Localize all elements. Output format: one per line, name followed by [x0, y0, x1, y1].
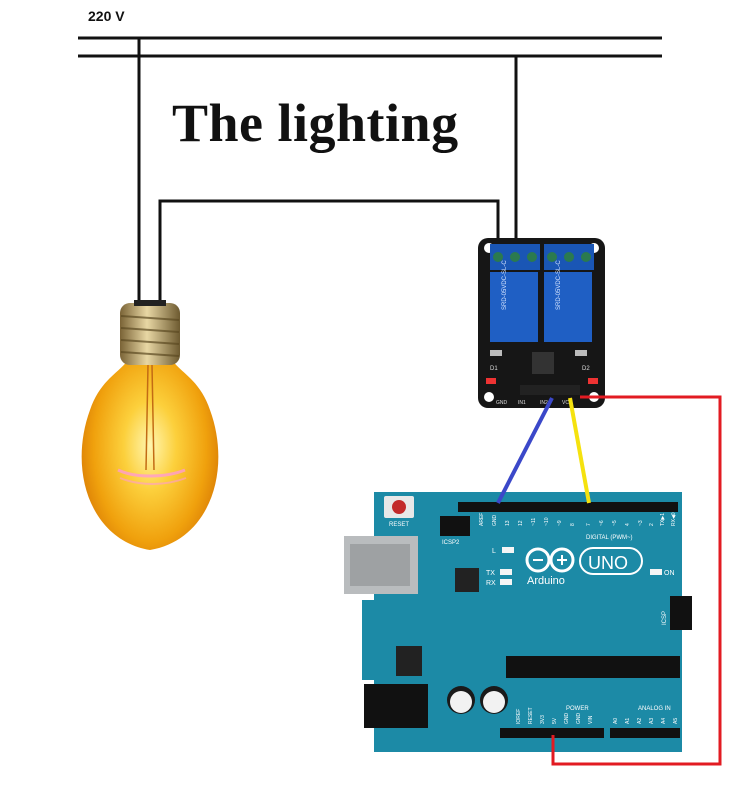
svg-text:~9: ~9	[557, 520, 563, 526]
digital-pin-labels: AREF GND 13 12 ~11 ~10 ~9 8 7 ~6 ~5 4 ~3…	[479, 512, 677, 526]
relay-pin-vcc: VCC	[562, 400, 573, 406]
power-label: POWER	[566, 706, 589, 712]
svg-text:A2: A2	[637, 718, 643, 724]
wire-gnd	[496, 397, 554, 504]
led-label-rx: RX	[486, 580, 496, 587]
relay-led-label-1: D1	[490, 366, 498, 372]
analog-pin-labels: A0 A1 A2 A3 A4 A5	[613, 718, 679, 724]
wire-signal	[568, 397, 591, 504]
model-text: UNO	[588, 553, 628, 573]
power-jack	[364, 684, 428, 728]
svg-text:GND: GND	[576, 713, 582, 725]
supply-voltage-label: 220 V	[88, 8, 125, 24]
arduino-uno-board: RESET ICSP2 AREF GND 13 12 ~11 ~10 ~9 8 …	[344, 492, 692, 752]
relay-led-1	[486, 378, 496, 384]
svg-text:A1: A1	[625, 718, 631, 724]
power-pin-labels: IOREF RESET 3V3 5V GND GND VIN	[516, 707, 594, 724]
svg-text:5V: 5V	[552, 717, 558, 724]
relay-led-2	[588, 378, 598, 384]
arduino-logo: Arduino UNO	[525, 547, 643, 587]
relay-pin-in1: IN1	[518, 400, 526, 406]
wire-bulb-to-relay	[158, 199, 500, 304]
relay-pin-gnd: GND	[496, 400, 508, 406]
relay-coil-text-1: SRD-05VDC-SL-C	[502, 260, 508, 310]
svg-text:2: 2	[649, 523, 655, 526]
svg-text:VIN: VIN	[588, 715, 594, 724]
light-bulb	[81, 300, 219, 550]
digital-label: DIGITAL (PWM~)	[586, 535, 633, 541]
svg-text:TX▶1: TX▶1	[660, 513, 666, 526]
svg-text:AREF: AREF	[479, 513, 485, 526]
led-label-tx: TX	[486, 570, 495, 577]
svg-text:GND: GND	[564, 713, 570, 725]
svg-text:~5: ~5	[612, 520, 618, 526]
diagram-title: The lighting	[172, 93, 459, 153]
bulb-glass	[81, 318, 219, 550]
icsp-label: ICSP	[662, 611, 668, 625]
control-wires	[496, 395, 722, 766]
usb-chip	[455, 568, 479, 592]
relay-coil-1	[490, 272, 538, 342]
status-leds: L TX RX ON	[486, 547, 675, 587]
svg-text:13: 13	[505, 520, 511, 526]
svg-text:8: 8	[570, 523, 576, 526]
analog-label: ANALOG IN	[638, 706, 671, 712]
svg-text:~10: ~10	[544, 517, 550, 526]
arduino-pcb	[362, 492, 682, 752]
svg-text:A3: A3	[649, 718, 655, 724]
voltage-regulator	[396, 646, 422, 676]
power-header	[500, 728, 604, 738]
svg-text:RX◀0: RX◀0	[671, 512, 677, 526]
relay-coil-2	[544, 272, 592, 342]
svg-text:3V3: 3V3	[540, 715, 546, 724]
icsp2-header	[440, 516, 470, 536]
reset-label: RESET	[389, 522, 409, 528]
digital-header	[458, 502, 678, 512]
svg-text:IOREF: IOREF	[516, 709, 522, 724]
led-label-on: ON	[664, 570, 675, 577]
arduino-logo-text: Arduino	[527, 575, 565, 587]
analog-header	[610, 728, 680, 738]
svg-text:~3: ~3	[638, 520, 644, 526]
svg-text:RESET: RESET	[528, 707, 534, 724]
icsp2-label: ICSP2	[442, 540, 460, 546]
relay-module: SRD-05VDC-SL-C SRD-05VDC-SL-C D1 D2 GND …	[478, 238, 605, 408]
svg-text:A4: A4	[661, 718, 667, 724]
relay-pin-in2: IN2	[540, 400, 548, 406]
svg-text:12: 12	[518, 520, 524, 526]
icsp-header: ICSP	[662, 596, 692, 630]
svg-text:A5: A5	[673, 718, 679, 724]
relay-led-label-2: D2	[582, 366, 590, 372]
led-label-l: L	[492, 548, 496, 555]
wire-vcc	[551, 395, 722, 766]
svg-text:~11: ~11	[531, 518, 537, 526]
mains-lines	[78, 36, 662, 304]
relay-coil-text-2: SRD-05VDC-SL-C	[556, 260, 562, 310]
svg-text:A0: A0	[613, 718, 619, 724]
svg-text:GND: GND	[492, 515, 498, 527]
svg-text:~6: ~6	[599, 520, 605, 526]
svg-text:7: 7	[586, 523, 592, 526]
microcontroller-chip	[506, 656, 680, 678]
svg-text:4: 4	[625, 523, 631, 526]
